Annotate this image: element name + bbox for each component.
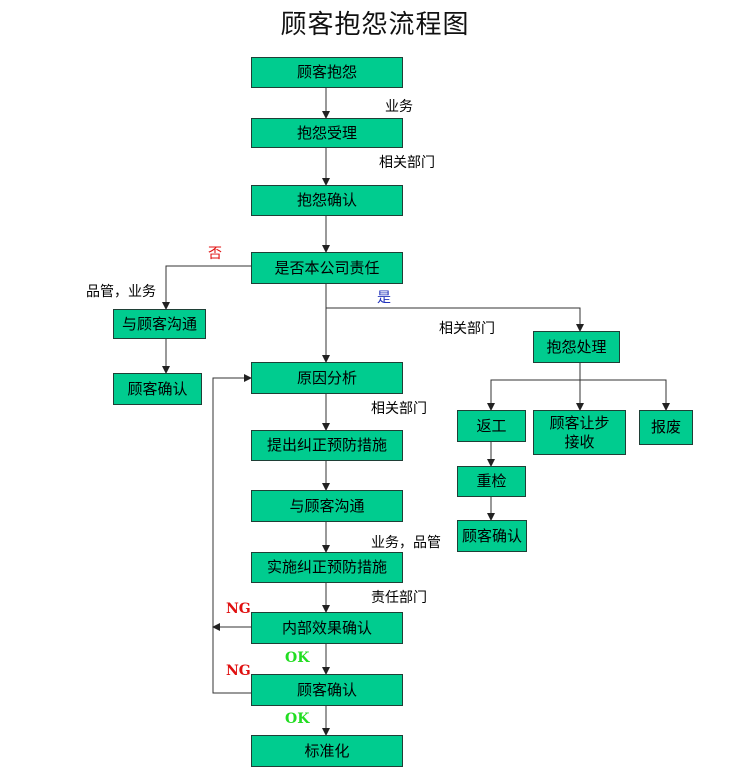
node-concession: 顾客让步接收 (533, 410, 626, 455)
node-confirm: 抱怨确认 (251, 185, 403, 216)
node-standardize: 标准化 (251, 735, 403, 767)
node-scrap: 报废 (639, 410, 693, 445)
label-related-dept-1: 相关部门 (379, 155, 435, 171)
node-communicate-left: 与顾客沟通 (113, 309, 206, 339)
node-communicate-main: 与顾客沟通 (251, 490, 403, 522)
node-responsibility: 是否本公司责任 (251, 252, 403, 284)
node-accept: 抱怨受理 (251, 118, 403, 148)
node-complaint: 顾客抱怨 (251, 57, 403, 88)
node-reinspect: 重检 (457, 466, 526, 497)
node-customer-confirm-right: 顾客确认 (457, 520, 527, 552)
diagram-title: 顾客抱怨流程图 (280, 10, 470, 40)
label-related-dept-2: 相关部门 (439, 321, 495, 337)
label-ok-1: OK (285, 650, 310, 666)
arrow-handling-rework (487, 379, 580, 411)
label-related-dept-3: 相关部门 (371, 401, 427, 417)
label-qc-business: 品管，业务 (86, 284, 156, 300)
label-yes: 是 (377, 290, 391, 306)
node-customer-confirm-main: 顾客确认 (251, 674, 403, 706)
label-resp-dept: 责任部门 (371, 590, 427, 606)
arrow-no-branch (162, 265, 251, 310)
node-internal-check: 内部效果确认 (251, 612, 403, 644)
node-handling: 抱怨处理 (533, 331, 620, 363)
node-cause-analysis: 原因分析 (251, 362, 403, 394)
node-rework: 返工 (457, 410, 526, 442)
node-implement: 实施纠正预防措施 (251, 552, 403, 583)
label-ok-2: OK (285, 711, 310, 727)
label-business: 业务 (385, 99, 413, 115)
label-business-qc: 业务，品管 (371, 535, 441, 551)
arrow-yes-branch (326, 307, 584, 332)
label-ng-2: NG (226, 663, 251, 679)
arrow-ng-customer-loop (212, 374, 252, 694)
label-ng-1: NG (226, 601, 251, 617)
label-no: 否 (208, 246, 222, 262)
node-corrective-plan: 提出纠正预防措施 (251, 430, 403, 461)
node-customer-confirm-left: 顾客确认 (113, 373, 202, 405)
arrow-handling-scrap (580, 379, 670, 411)
